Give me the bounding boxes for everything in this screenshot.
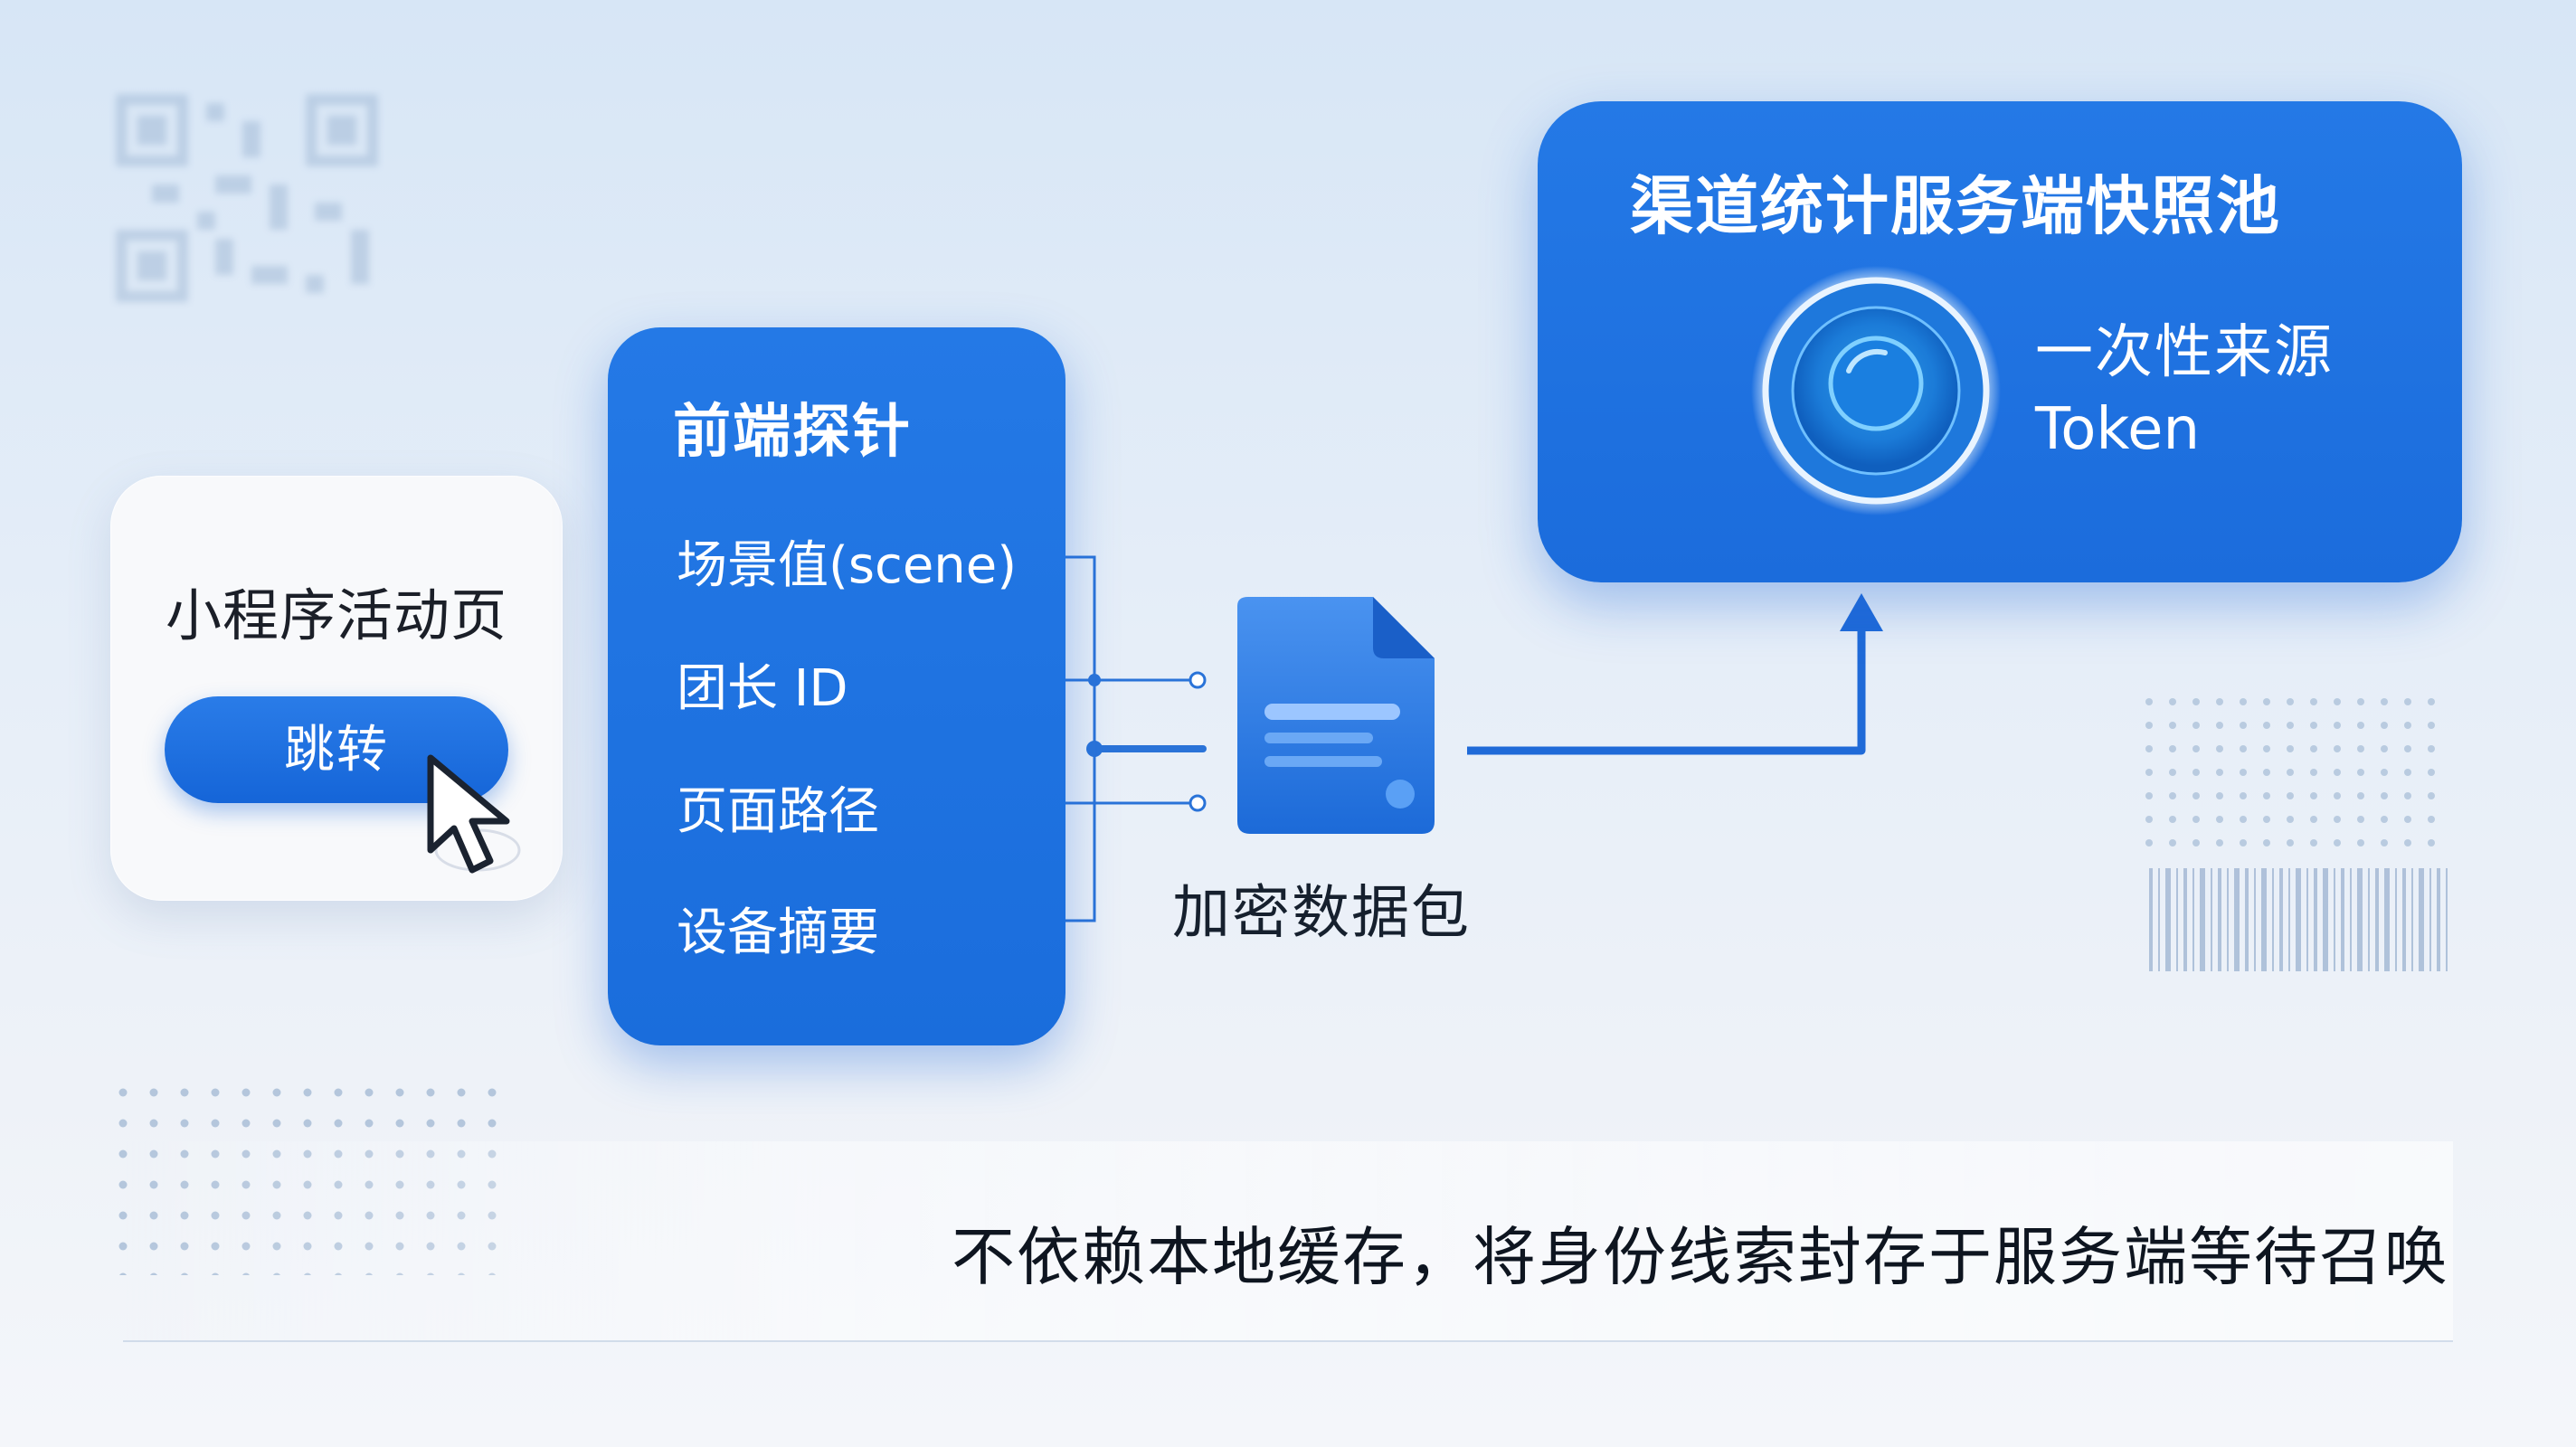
probe-title: 前端探针 [673, 399, 912, 466]
cursor-icon [427, 754, 521, 874]
qr-code-icon [116, 94, 378, 302]
caption-panel [123, 1141, 2453, 1342]
token-orb-icon [1751, 266, 2001, 515]
probe-item-scene: 场景值(scene) [677, 536, 1018, 595]
server-snapshot-pool-panel: 渠道统计服务端快照池 一次性来源 Token [1538, 101, 2462, 582]
barcode-icon [2149, 868, 2448, 971]
token-label-line1: 一次性来源 [2035, 319, 2334, 386]
probe-item-device-digest: 设备摘要 [677, 903, 879, 962]
frontend-probe-panel: 前端探针 场景值(scene) 团长 ID 页面路径 设备摘要 [608, 327, 1065, 1045]
mini-program-page-card: 小程序活动页 跳转 [110, 476, 563, 901]
document-icon [1237, 597, 1435, 834]
package-label: 加密数据包 [1172, 880, 1471, 947]
caption-text: 不依赖本地缓存，将身份线索封存于服务端等待召唤 [952, 1220, 2449, 1294]
page-title: 小程序活动页 [165, 582, 507, 648]
probe-item-page-path: 页面路径 [677, 782, 879, 841]
server-title: 渠道统计服务端快照池 [1630, 169, 2281, 243]
token-label-line2: Token [2035, 396, 2201, 463]
probe-item-team-id: 团长 ID [677, 659, 848, 718]
dot-grid-decoration-right [2144, 696, 2451, 850]
flow-arrow [1467, 624, 1866, 755]
